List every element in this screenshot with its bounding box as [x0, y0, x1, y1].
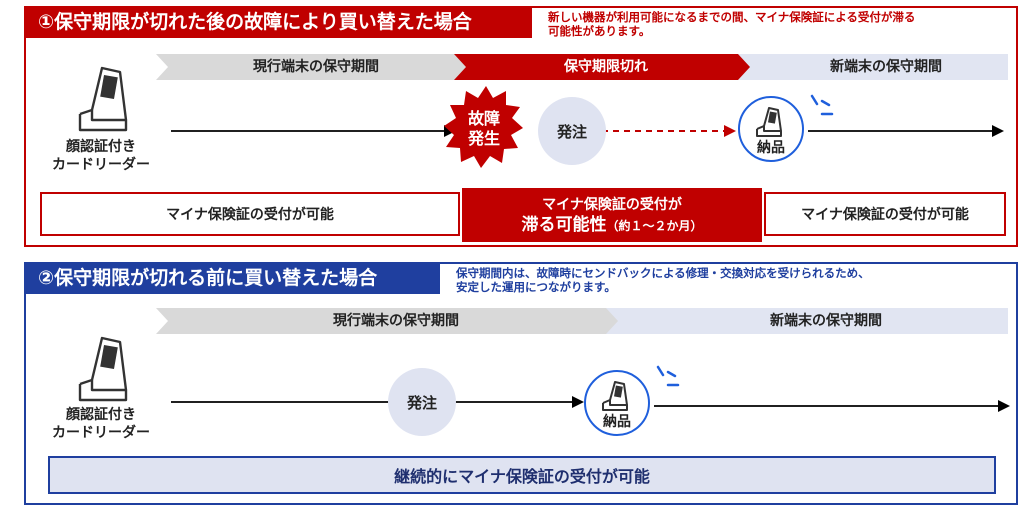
status-delayed: マイナ保険証の受付が 滞る可能性（約１～２か月）	[462, 188, 762, 242]
scenario1-title: ①保守期限が切れた後の故障により買い替えた場合	[24, 6, 532, 38]
burst-icon	[444, 86, 523, 168]
period-current-label: 現行端末の保守期間	[333, 313, 459, 329]
scenario2-diagram	[78, 308, 1010, 412]
period-new-label: 新端末の保守期間	[770, 313, 882, 329]
device-label: 顔認証付き カードリーダー	[52, 407, 150, 441]
order-circle: 発注	[388, 368, 456, 436]
scenario2-note: 保守期間内は、故障時にセンドバックによる修理・交換対応を受けられるため、 安定し…	[456, 266, 870, 294]
card-reader-icon	[78, 66, 128, 132]
status-available-left: マイナ保険証の受付が可能	[40, 192, 460, 236]
scenario1-panel: ①保守期限が切れた後の故障により買い替えた場合 新しい機器が利用可能になるまでの…	[24, 6, 1018, 247]
new-card-reader-icon	[756, 107, 782, 137]
order-circle: 発注	[538, 97, 606, 165]
delivery-circle	[738, 96, 804, 162]
period-current-label: 現行端末の保守期間	[253, 59, 379, 75]
scenario2-title: ②保守期限が切れる前に買い替えた場合	[24, 262, 440, 294]
scenario1-diagram	[78, 54, 1008, 168]
period-expired-arrow	[454, 54, 760, 80]
period-current-arrow	[156, 308, 628, 334]
status-delayed-line2: 滞る可能性	[521, 214, 607, 235]
card-reader-icon	[78, 336, 128, 402]
status-delayed-duration: （約１～２か月）	[606, 218, 703, 233]
status-delayed-line1: マイナ保険証の受付が	[542, 196, 682, 213]
delivery-label: 納品	[757, 140, 785, 156]
new-card-reader-icon	[602, 381, 628, 411]
scenario1-note: 新しい機器が利用可能になるまでの間、マイナ保険証による受付が滞る 可能性がありま…	[548, 10, 916, 38]
scenario2-panel: ②保守期限が切れる前に買い替えた場合 保守期間内は、故障時にセンドバックによる修…	[24, 262, 1018, 505]
period-expired-label: 保守期限切れ	[564, 59, 648, 75]
breakdown-label: 故障 発生	[467, 109, 500, 148]
period-new-arrow	[606, 308, 1008, 334]
status-continuous: 継続的にマイナ保険証の受付が可能	[48, 456, 996, 494]
period-new-arrow	[738, 54, 1008, 80]
sparkle-icon	[810, 94, 834, 116]
delivery-circle	[584, 370, 650, 436]
period-new-label: 新端末の保守期間	[830, 59, 942, 75]
status-available-right: マイナ保険証の受付が可能	[764, 192, 1006, 236]
order-label: 発注	[556, 122, 587, 141]
device-label: 顔認証付き カードリーダー	[52, 139, 150, 173]
order-label: 発注	[406, 393, 437, 412]
period-current-arrow	[156, 54, 476, 80]
sparkle-icon	[656, 365, 680, 387]
delivery-label: 納品	[603, 414, 631, 430]
